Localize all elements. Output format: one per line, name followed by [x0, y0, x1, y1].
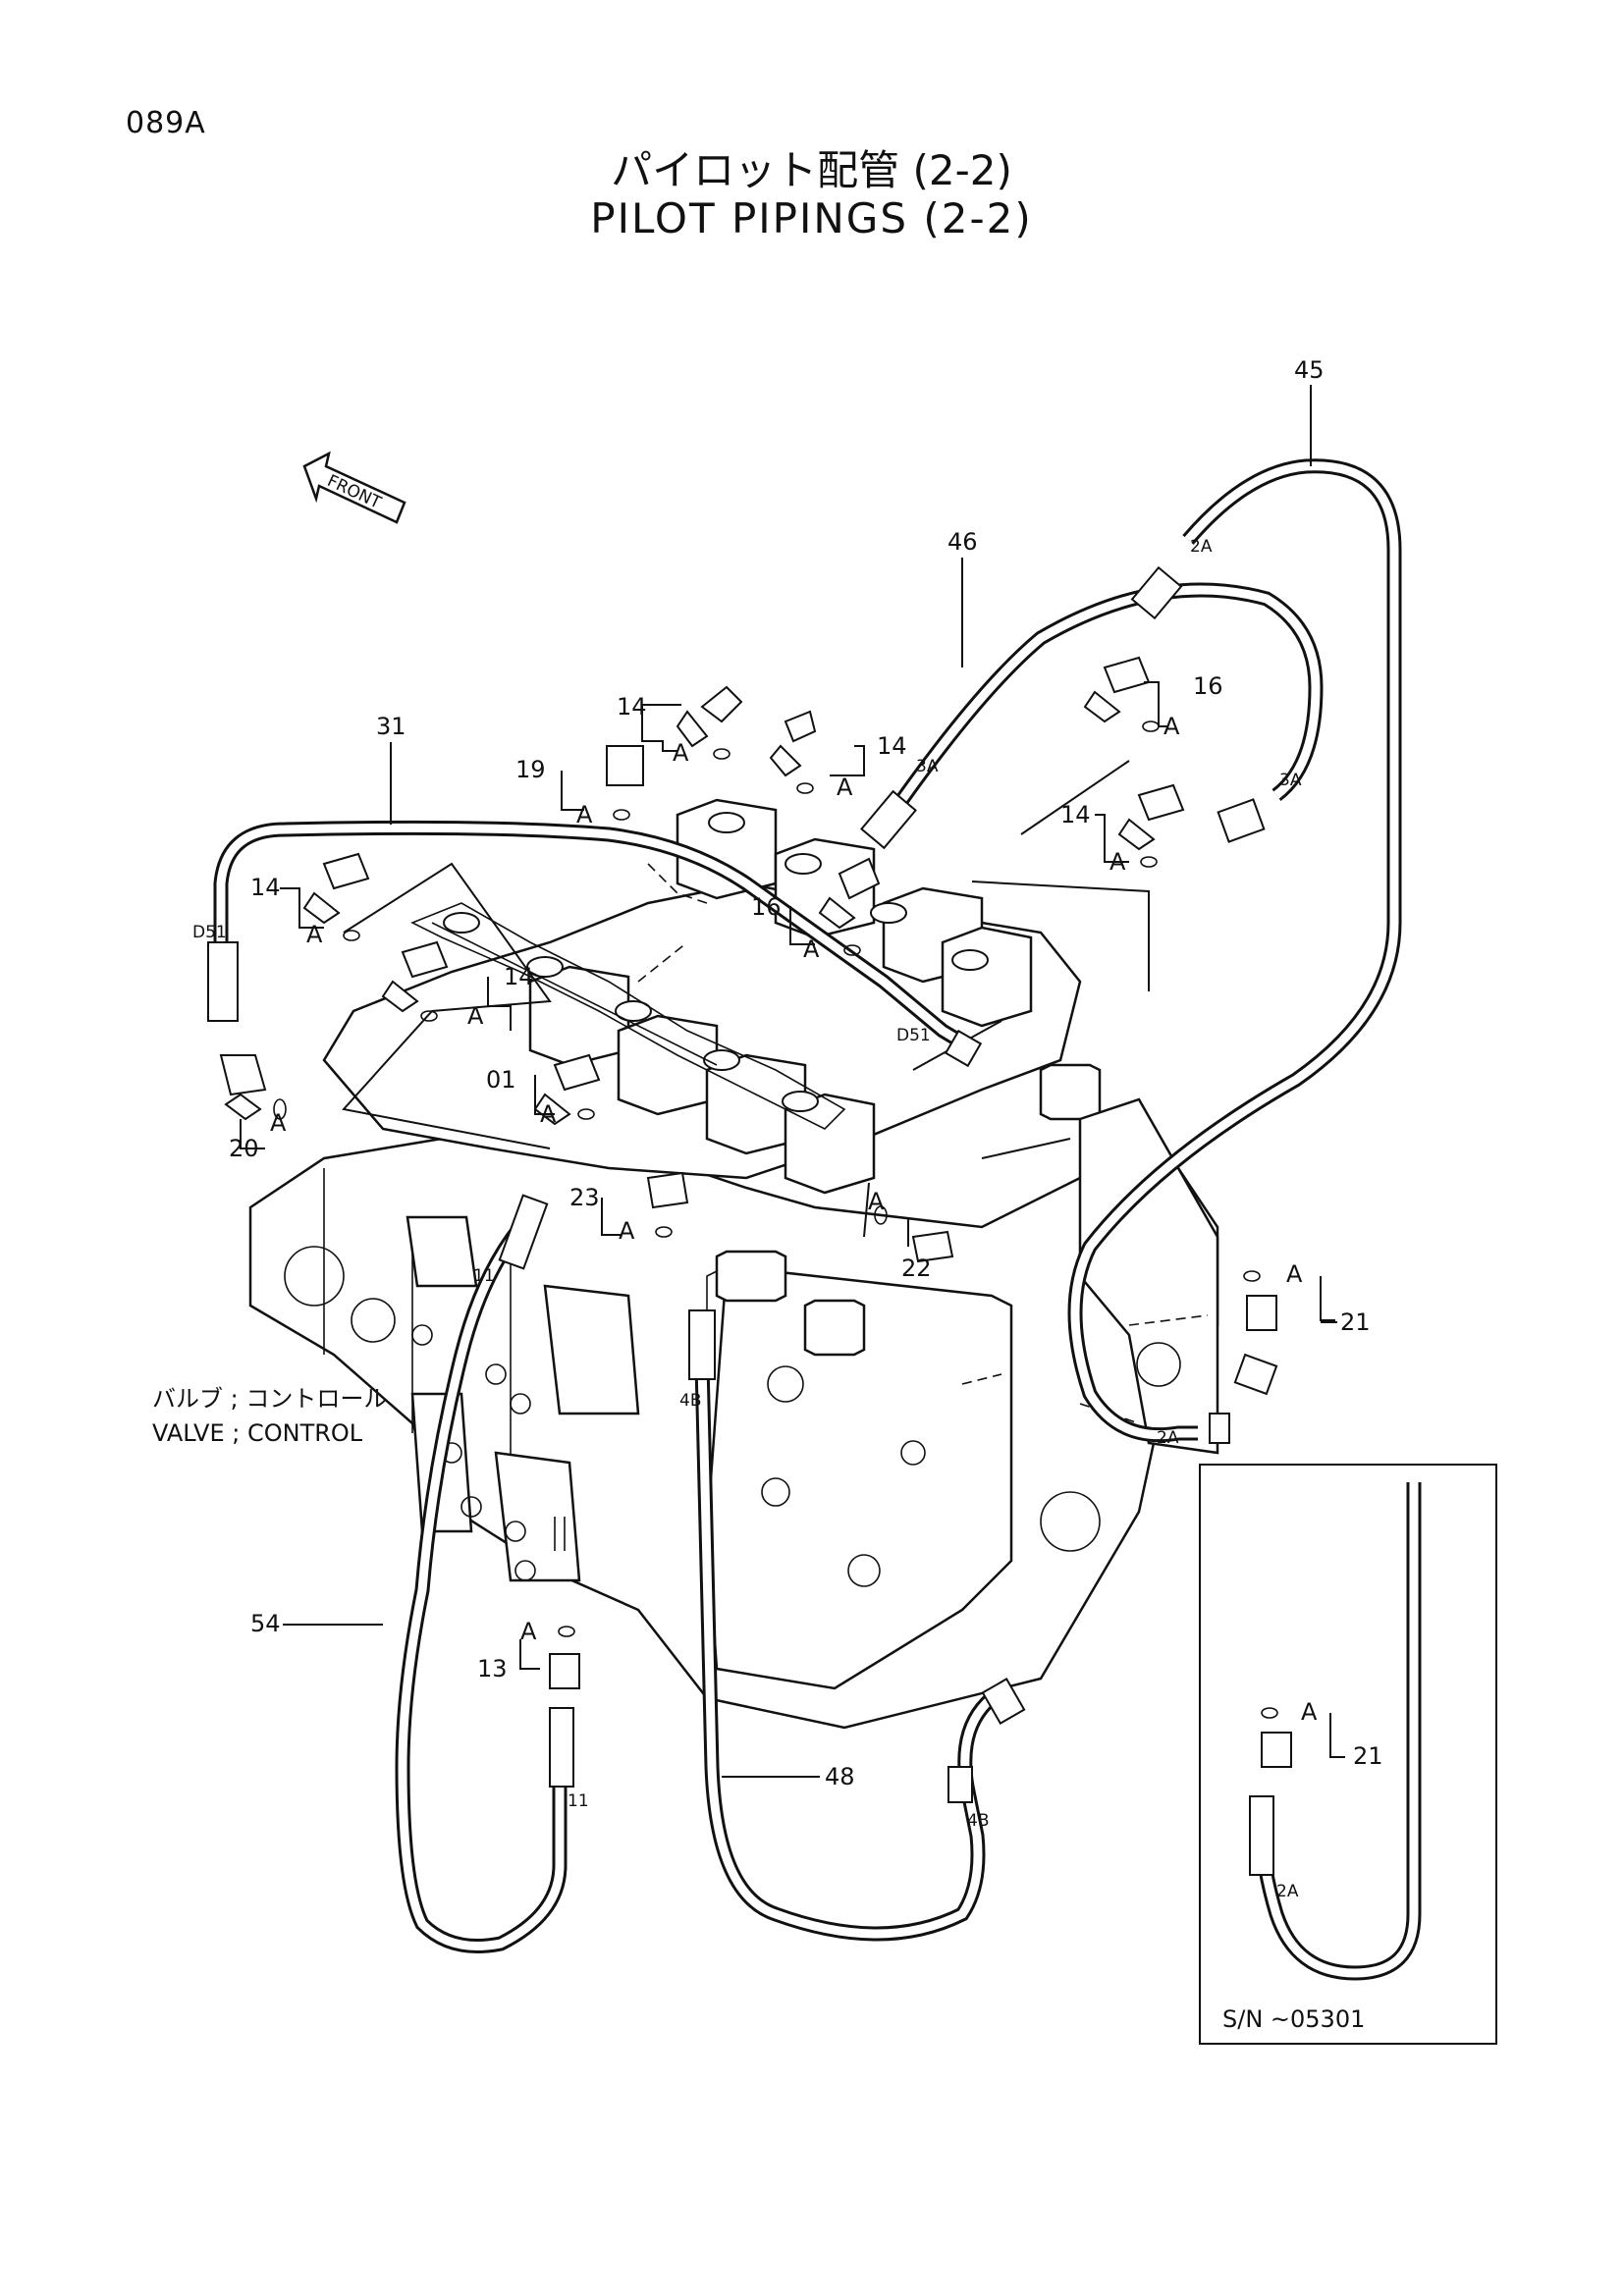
hose-code-3A-right: 3A	[1279, 771, 1302, 790]
hose-code-D51-right: D51	[896, 1026, 931, 1045]
front-arrow-icon: FRONT	[302, 451, 406, 524]
seal-label-5: A	[467, 1002, 484, 1030]
component-name-english: VALVE ; CONTROL	[152, 1419, 363, 1447]
seal-label-12: A	[868, 1188, 885, 1215]
part-number-14a: 14	[617, 693, 647, 721]
part-number-45: 45	[1294, 356, 1325, 384]
seal-label-11: A	[619, 1217, 635, 1245]
part-number-14b: 14	[877, 732, 907, 760]
part-number-14d: 14	[504, 963, 534, 990]
hose-code-2A-right: 2A	[1157, 1428, 1179, 1448]
seal-rings	[273, 721, 1278, 1719]
part-number-23: 23	[569, 1184, 600, 1211]
title-english: PILOT PIPINGS (2-2)	[590, 194, 1033, 242]
seal-label-8: A	[1163, 713, 1180, 740]
hose-31	[213, 820, 971, 1052]
hose-code-4B-upper: 4B	[679, 1391, 701, 1411]
part-number-22: 22	[901, 1255, 932, 1282]
hose-54	[395, 1222, 568, 1953]
adapter-fittings	[219, 656, 1292, 1768]
seal-label-13: A	[1286, 1260, 1303, 1288]
hose-45	[1067, 458, 1402, 1443]
hose-code-2A-upper: 2A	[1190, 537, 1213, 557]
part-number-31: 31	[376, 713, 406, 740]
hose-code-11-lower: 11	[568, 1791, 589, 1811]
part-number-54: 54	[250, 1610, 281, 1637]
seal-label-4: A	[306, 921, 323, 948]
inset-serial-number: S/N ~05301	[1222, 2005, 1365, 2033]
seal-label-1: A	[673, 739, 689, 767]
seal-label-7: A	[270, 1109, 287, 1137]
part-number-16a: 16	[1193, 672, 1223, 700]
page-code: 089A	[126, 106, 206, 140]
seal-label-10: A	[803, 935, 820, 963]
part-number-21b: 21	[1353, 1742, 1383, 1770]
front-label: FRONT	[324, 471, 385, 513]
part-brackets	[240, 681, 1345, 1758]
seal-label-3: A	[576, 801, 593, 828]
part-number-14e: 14	[1060, 801, 1091, 828]
hose-46	[892, 582, 1324, 810]
serial-inset-panel	[1199, 1464, 1497, 2045]
part-number-46: 46	[947, 528, 978, 556]
hose-end-fittings	[207, 565, 1278, 1803]
seal-label-6: A	[540, 1100, 557, 1128]
component-name-japanese: バルブ ; コントロール	[152, 1385, 387, 1413]
part-number-21a: 21	[1340, 1308, 1371, 1336]
part-number-19: 19	[515, 756, 546, 783]
labels: 45 46 31 14 14 14 14 14 16 16 19 01 20 2…	[152, 356, 1383, 2033]
seal-label-2: A	[837, 774, 853, 801]
part-number-16b: 16	[751, 893, 782, 921]
hose-code-2A-inset: 2A	[1276, 1882, 1299, 1901]
part-number-14c: 14	[250, 874, 281, 901]
control-valve-body	[248, 798, 1219, 1730]
seal-label-9: A	[1109, 848, 1126, 876]
seal-label-14: A	[520, 1618, 537, 1645]
part-number-48: 48	[825, 1763, 855, 1790]
title-japanese: パイロット配管 (2-2)	[611, 146, 1012, 194]
hose-code-11-upper: 11	[473, 1266, 495, 1286]
part-number-01: 01	[486, 1066, 516, 1094]
part-number-13: 13	[477, 1655, 508, 1682]
seal-label-15: A	[1301, 1698, 1318, 1726]
hose-code-D51-left: D51	[192, 923, 227, 942]
hose-code-3A-left: 3A	[916, 757, 939, 776]
hose-code-4B-lower: 4B	[967, 1811, 989, 1831]
part-number-20: 20	[229, 1135, 259, 1162]
